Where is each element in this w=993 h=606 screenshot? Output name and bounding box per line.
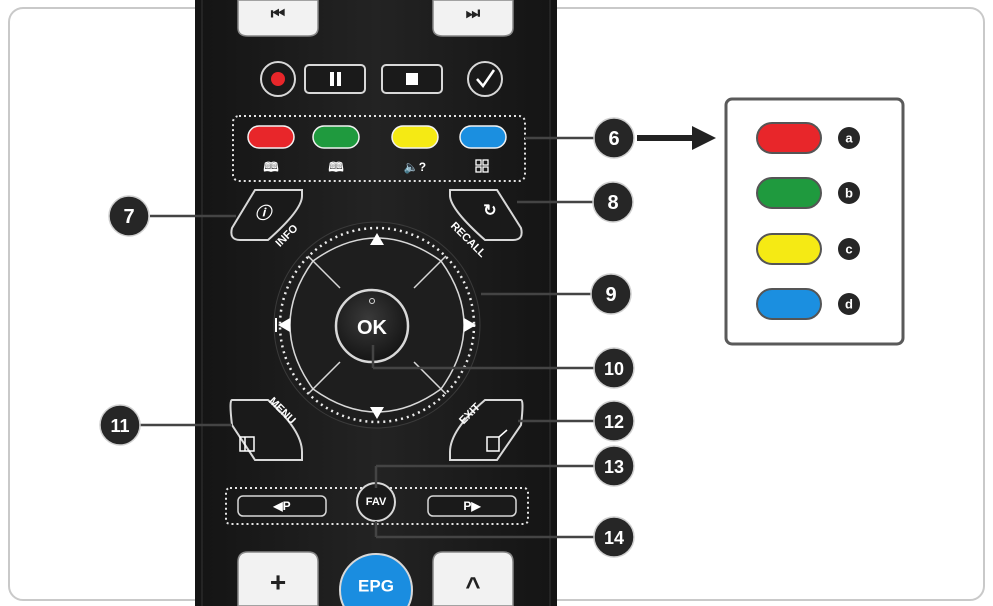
pause-icon (330, 72, 334, 86)
color-keys-group (232, 115, 526, 182)
nav-up-button[interactable] (370, 233, 384, 245)
volume-up-button[interactable]: + (237, 551, 319, 606)
callout-lines (140, 136, 595, 539)
legend-green-key (756, 177, 822, 209)
ok-button[interactable]: OK (334, 288, 410, 364)
callout-8-label: 8 (607, 192, 618, 214)
callout-7-label: 7 (123, 206, 134, 228)
legend-blue-key (756, 288, 822, 320)
callout-7: 7 (108, 195, 150, 237)
skip-back-button[interactable]: ⏮ (237, 0, 319, 37)
stop-button[interactable] (381, 64, 443, 94)
callout-11-label: 11 (110, 416, 129, 436)
fav-button[interactable]: FAV (356, 482, 396, 522)
check-button[interactable] (467, 61, 503, 97)
legend-arrow (637, 126, 716, 150)
info-button[interactable]: ⓘ INFO (230, 189, 303, 250)
record-button[interactable] (260, 61, 296, 97)
check-icon (476, 69, 496, 89)
skip-back-icon: ⏮ (271, 6, 285, 23)
arrow-down-icon (370, 407, 384, 419)
nav-down-button[interactable] (370, 407, 384, 419)
callout-13-label: 13 (604, 457, 624, 477)
epg-button[interactable]: EPG (339, 553, 413, 606)
callout-9-label: 9 (605, 284, 616, 306)
book-icon: 🕮 (263, 160, 278, 175)
legend-item-d: d (756, 288, 860, 320)
blue-key[interactable] (459, 125, 507, 173)
callout-11: 11 (99, 404, 141, 446)
skip-forward-button[interactable]: ⏭ (432, 0, 514, 37)
exit-button[interactable]: EXIT (449, 399, 524, 461)
legend-item-a: a (756, 122, 860, 154)
legend-item-b: b (756, 177, 860, 209)
pause-button[interactable] (304, 64, 366, 94)
callout-10: 10 (593, 347, 635, 389)
callout-13: 13 (593, 445, 635, 487)
callout-12-label: 12 (604, 412, 624, 432)
callout-12: 12 (593, 400, 635, 442)
exit-icon (486, 436, 500, 452)
callout-6-label: 6 (608, 128, 619, 150)
legend-letter-b: b (845, 186, 853, 201)
arrow-up-icon (370, 233, 384, 245)
page-down-label: ◀P (272, 499, 290, 513)
yellow-key[interactable]: 🔈? (391, 125, 439, 174)
callout-6: 6 (593, 117, 635, 159)
recall-icon: ↻ (483, 203, 496, 220)
plus-label: + (270, 567, 286, 598)
record-icon (271, 72, 285, 86)
lock-book-icon: 🕮 (328, 160, 343, 175)
callout-10-label: 10 (604, 359, 624, 379)
info-icon: ⓘ (255, 205, 274, 223)
callout-8: 8 (592, 181, 634, 223)
menu-button[interactable]: MENU (229, 395, 303, 461)
legend-red-key (756, 122, 822, 154)
legend-letter-a: a (845, 131, 853, 146)
menu-icon (239, 436, 255, 452)
callout-14-label: 14 (604, 528, 624, 548)
ok-label: OK (357, 317, 388, 339)
grid-icon (475, 159, 489, 173)
fav-label: FAV (366, 496, 387, 508)
skip-forward-icon: ⏭ (466, 6, 481, 23)
color-key-legend: a b c d (724, 97, 905, 346)
page-down-button[interactable]: ◀P (237, 495, 327, 517)
arrow-left-icon (278, 318, 290, 332)
callout-14: 14 (593, 516, 635, 558)
green-key[interactable]: 🕮 (312, 125, 360, 175)
legend-item-c: c (756, 233, 860, 265)
nav-right-button[interactable] (464, 318, 476, 332)
channel-up-button[interactable]: ^ (432, 551, 514, 606)
page-up-button[interactable]: P▶ (427, 495, 517, 517)
callout-9: 9 (590, 273, 632, 315)
stop-icon (406, 73, 418, 85)
arrow-right-icon (464, 318, 476, 332)
legend-letter-c: c (845, 242, 852, 257)
legend-letter-d: d (845, 297, 853, 312)
page-up-label: P▶ (463, 499, 481, 513)
nav-left-button[interactable] (275, 318, 290, 332)
up-label: ^ (465, 571, 480, 601)
audio-icon: 🔈? (404, 160, 426, 174)
red-key[interactable]: 🕮 (247, 125, 295, 175)
legend-yellow-key (756, 233, 822, 265)
epg-label: EPG (358, 577, 394, 596)
